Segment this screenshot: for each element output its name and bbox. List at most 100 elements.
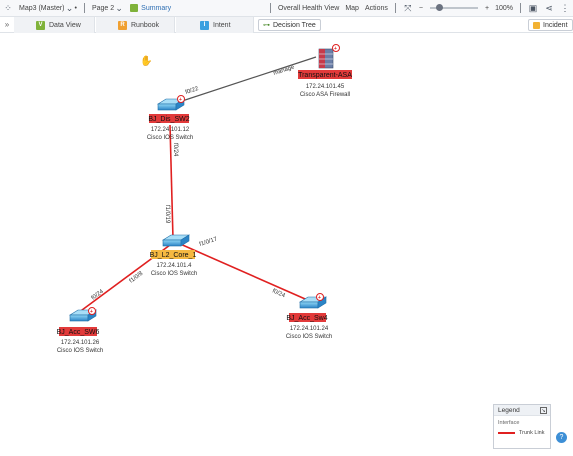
legend-panel: Legend ↘ Interface Trunk Link — [493, 404, 551, 449]
node-ip: 172.24.101.12 — [151, 127, 190, 133]
node-model: Cisco IOS Switch — [286, 334, 332, 340]
node-label-bg — [149, 114, 189, 123]
fit-view-icon[interactable]: ⤧ — [404, 3, 412, 13]
legend-section: Interface — [498, 420, 520, 426]
runbook-icon: R — [118, 20, 127, 30]
legend-item-trunk-link: Trunk Link — [494, 426, 550, 436]
summary-label: Summary — [141, 4, 172, 12]
switch-icon-side — [180, 234, 190, 247]
decision-tree-label: Decision Tree — [273, 21, 316, 29]
link-label-core-r-if: f1/0/17 — [199, 236, 219, 248]
legend-title: Legend — [498, 407, 520, 414]
tab-label: Runbook — [131, 21, 160, 29]
node-transparent-asa[interactable]: + Transparent-ASA 172.24.101.45 Cisco AS… — [298, 44, 352, 99]
node-ip: 172.24.101.4 — [156, 263, 192, 269]
legend-toggle-icon[interactable]: ↘ — [540, 407, 547, 414]
node-model: Cisco ASA Firewall — [300, 92, 350, 98]
node-bj-acc-sw6[interactable]: + BJ_Acc_SW6 172.24.101.26 Cisco IOS Swi… — [57, 307, 104, 355]
tab-label: Data View — [49, 21, 81, 29]
incident-label: Incident — [543, 21, 568, 29]
zoom-in-button[interactable]: + — [485, 4, 490, 12]
switch-icon-body — [299, 301, 319, 309]
link-label-dis-asa-type: manage — [273, 64, 296, 77]
tab-data-view[interactable]: V Data View — [14, 17, 95, 33]
intent-icon: I — [200, 20, 209, 30]
alert-badge-icon — [316, 293, 324, 301]
alert-badge-icon — [177, 95, 185, 103]
node-ip: 172.24.101.45 — [306, 84, 345, 90]
map-menu[interactable]: Map — [345, 4, 359, 12]
link-label-dis-if: f0/24 — [172, 143, 178, 157]
overall-health-view-button[interactable]: Overall Health View — [277, 4, 340, 12]
link-core-acc4[interactable] — [177, 242, 313, 303]
link-dis-asa[interactable] — [175, 56, 317, 104]
chevron-down-icon: ⌄ — [65, 3, 74, 13]
node-name: BJ_Dis_SW2 — [148, 116, 189, 123]
summary-button[interactable]: Summary — [127, 0, 174, 17]
page-selector[interactable]: Page 2⌄ — [89, 0, 127, 17]
node-model: Cisco IOS Switch — [151, 271, 197, 277]
node-model: Cisco IOS Switch — [147, 135, 193, 141]
switch-icon-body — [69, 314, 89, 322]
save-icon[interactable]: ▣ — [528, 3, 538, 13]
node-model: Cisco IOS Switch — [57, 348, 103, 354]
legend-header: Legend ↘ — [494, 405, 550, 416]
zoom-slider[interactable] — [430, 4, 478, 11]
node-label-bg — [59, 327, 97, 336]
share-icon[interactable]: ⋖ — [545, 3, 553, 13]
alert-badge-plus: + — [334, 46, 337, 52]
alert-badge-plus: + — [90, 309, 93, 315]
tab-intent[interactable]: I Intent — [176, 17, 254, 33]
map-selector[interactable]: Map3 (Master)⌄• — [16, 0, 80, 17]
link-label-core-l-if: f1/0/8 — [129, 270, 145, 284]
hand-cursor-icon: ✋ — [140, 54, 152, 67]
incident-icon — [533, 21, 540, 29]
zoom-out-button[interactable]: − — [418, 4, 423, 12]
alert-badge-icon — [88, 307, 96, 315]
node-name: BJ_L2_Core_1 — [150, 252, 197, 259]
node-bj-acc-sw4[interactable]: + BJ_Acc_Sw4 172.24.101.24 Cisco IOS Swi… — [286, 293, 332, 341]
node-name: BJ_Acc_SW6 — [57, 329, 100, 336]
collapse-icon[interactable]: » — [4, 20, 10, 29]
node-bj-l2-core-1[interactable]: BJ_L2_Core_1 172.24.101.4 Cisco IOS Swit… — [150, 234, 198, 277]
link-label-dis-asa-if: f0/22 — [185, 86, 200, 96]
grid-icon[interactable]: ⁘ — [4, 3, 12, 13]
help-button[interactable]: ? — [556, 432, 567, 443]
node-label-bg — [151, 250, 195, 259]
incident-button[interactable]: Incident — [528, 19, 573, 31]
tab-runbook[interactable]: R Runbook — [96, 17, 175, 33]
decision-tree-icon: ⊶ — [263, 22, 270, 29]
alert-badge-plus: + — [179, 97, 182, 103]
node-label-bg — [298, 70, 352, 79]
divider — [83, 3, 85, 13]
legend-item-label: Trunk Link — [519, 430, 545, 436]
page-label: Page 2 — [91, 4, 115, 12]
link-label-acc4-if: f0/24 — [271, 288, 286, 299]
firewall-icon-face — [319, 49, 325, 68]
divider — [394, 3, 396, 13]
alert-badge-icon — [332, 44, 340, 52]
chevron-down-icon: ⌄ — [115, 3, 123, 13]
node-label-bg — [289, 313, 326, 322]
switch-icon-body — [162, 239, 182, 247]
node-ip: 172.24.101.26 — [61, 340, 100, 346]
data-view-icon: V — [36, 20, 45, 30]
node-bj-dis-sw2[interactable]: + BJ_Dis_SW2 172.24.101.12 Cisco IOS Swi… — [147, 95, 193, 142]
map-name: Map3 (Master) — [19, 4, 65, 12]
top-toolbar: ⁘ Map3 (Master)⌄• Page 2⌄ Summary Overal… — [0, 0, 573, 17]
node-ip: 172.24.101.24 — [290, 326, 329, 332]
link-label-core-up-if: f1/0/19 — [164, 205, 170, 224]
link-dis-core[interactable] — [169, 124, 174, 240]
alert-badge-plus: + — [318, 295, 321, 301]
trunk-link-swatch — [498, 432, 515, 434]
zoom-slider-handle[interactable] — [436, 4, 443, 11]
more-icon[interactable]: ⋮ — [560, 3, 570, 13]
decision-tree-button[interactable]: ⊶ Decision Tree — [258, 19, 321, 31]
node-name: BJ_Acc_Sw4 — [286, 315, 327, 322]
zoom-level: 100% — [495, 4, 513, 12]
actions-menu[interactable]: Actions — [364, 4, 388, 12]
pin-icon: • — [74, 4, 77, 12]
summary-icon — [130, 4, 139, 12]
divider — [269, 3, 271, 13]
